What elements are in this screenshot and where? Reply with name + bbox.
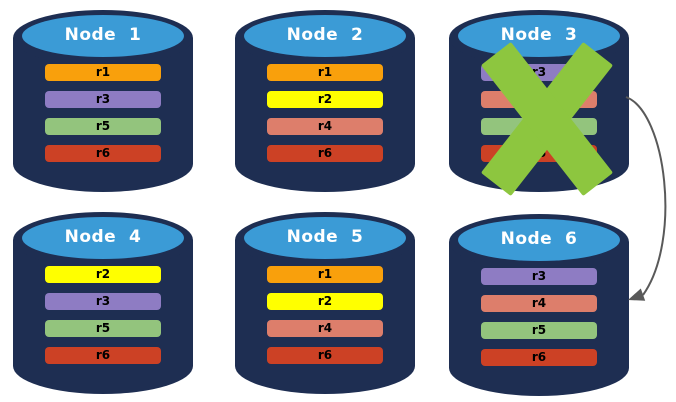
- row-r4: r4: [481, 295, 597, 312]
- node-1: Node 1 r1 r3 r5 r6: [12, 8, 194, 194]
- arrowhead-icon: [628, 288, 646, 301]
- row-r1: r1: [267, 266, 383, 283]
- row-r2: r2: [267, 293, 383, 310]
- row-list: r1 r2 r4 r6: [267, 266, 383, 374]
- row-r5: r5: [45, 320, 161, 337]
- row-r6: r6: [267, 347, 383, 364]
- row-r3: r3: [45, 293, 161, 310]
- node-2: Node 2 r1 r2 r4 r6: [234, 8, 416, 194]
- row-list: r1 r3 r5 r6: [45, 64, 161, 172]
- row-r2: r2: [45, 266, 161, 283]
- node-title: Node 2: [286, 25, 364, 45]
- node-4: Node 4 r2 r3 r5 r6: [12, 210, 194, 396]
- row-r3: r3: [481, 268, 597, 285]
- row-r6: r6: [481, 145, 597, 162]
- row-r1: r1: [267, 64, 383, 81]
- row-r5: r5: [481, 118, 597, 135]
- node-title: Node 1: [64, 25, 142, 45]
- node-3: Node 3 r3 r4 r5 r6: [448, 8, 630, 196]
- node-title: Node 3: [500, 25, 578, 45]
- row-list: r3 r4 r5 r6: [481, 268, 597, 376]
- row-r1: r1: [45, 64, 161, 81]
- row-r2: r2: [267, 91, 383, 108]
- row-r5: r5: [481, 322, 597, 339]
- node-6: Node 6 r3 r4 r5 r6: [448, 212, 630, 398]
- row-r5: r5: [45, 118, 161, 135]
- row-r6: r6: [267, 145, 383, 162]
- row-list: r1 r2 r4 r6: [267, 64, 383, 172]
- node-title: Node 6: [500, 229, 578, 249]
- row-r3: r3: [45, 91, 161, 108]
- row-r3: r3: [481, 64, 597, 81]
- row-r4: r4: [267, 118, 383, 135]
- row-r6: r6: [481, 349, 597, 366]
- node-title: Node 4: [64, 227, 142, 247]
- node-5: Node 5 r1 r2 r4 r6: [234, 210, 416, 396]
- row-list: r3 r4 r5 r6: [481, 64, 597, 172]
- row-r6: r6: [45, 347, 161, 364]
- row-r6: r6: [45, 145, 161, 162]
- row-r4: r4: [481, 91, 597, 108]
- row-list: r2 r3 r5 r6: [45, 266, 161, 374]
- node-title: Node 5: [286, 227, 364, 247]
- row-r4: r4: [267, 320, 383, 337]
